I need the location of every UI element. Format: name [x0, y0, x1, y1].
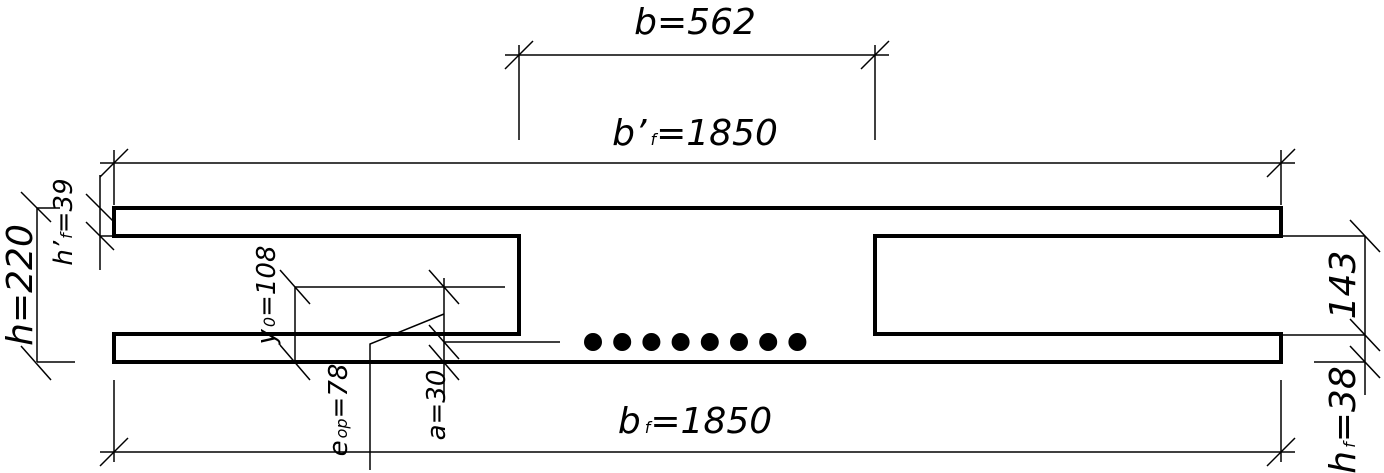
- dim-bf-top-label: b’f=1850: [612, 113, 778, 154]
- dim-y0: y0=108: [252, 246, 505, 381]
- rebar-dot: [671, 333, 690, 351]
- rebar-dot: [584, 333, 602, 351]
- rebar-dot: [642, 333, 661, 351]
- dim-hf-bottom-label: hf=38: [1323, 366, 1364, 473]
- dim-web-height-label: 143: [1323, 251, 1364, 320]
- dim-hf-top: h’f=39: [49, 175, 115, 270]
- rebar-dot: [700, 333, 719, 351]
- rebar-dot: [613, 333, 632, 351]
- dim-bf-top: b’f=1850: [99, 113, 1296, 205]
- dim-h: h=220: [0, 191, 75, 381]
- rebar-dot: [759, 333, 778, 351]
- section-outline: [112, 206, 1283, 364]
- dim-eop: eop=78: [324, 313, 445, 470]
- dim-y0-label: y0=108: [252, 246, 282, 346]
- dim-web-height: 143: [1281, 219, 1381, 395]
- rebar-dot: [788, 333, 807, 351]
- dim-eop-label: eop=78: [324, 364, 354, 457]
- dim-b: b=562: [504, 2, 890, 140]
- rebar-dot: [730, 333, 748, 351]
- dim-hf-top-label: h’f=39: [49, 178, 79, 265]
- dim-a-label: a=30: [422, 370, 452, 441]
- dim-a: a=30: [422, 269, 560, 441]
- dim-b-label: b=562: [634, 2, 756, 43]
- dim-h-label: h=220: [0, 224, 41, 346]
- dim-hf-bottom: hf=38: [1314, 345, 1381, 473]
- rebar-row: [584, 333, 807, 351]
